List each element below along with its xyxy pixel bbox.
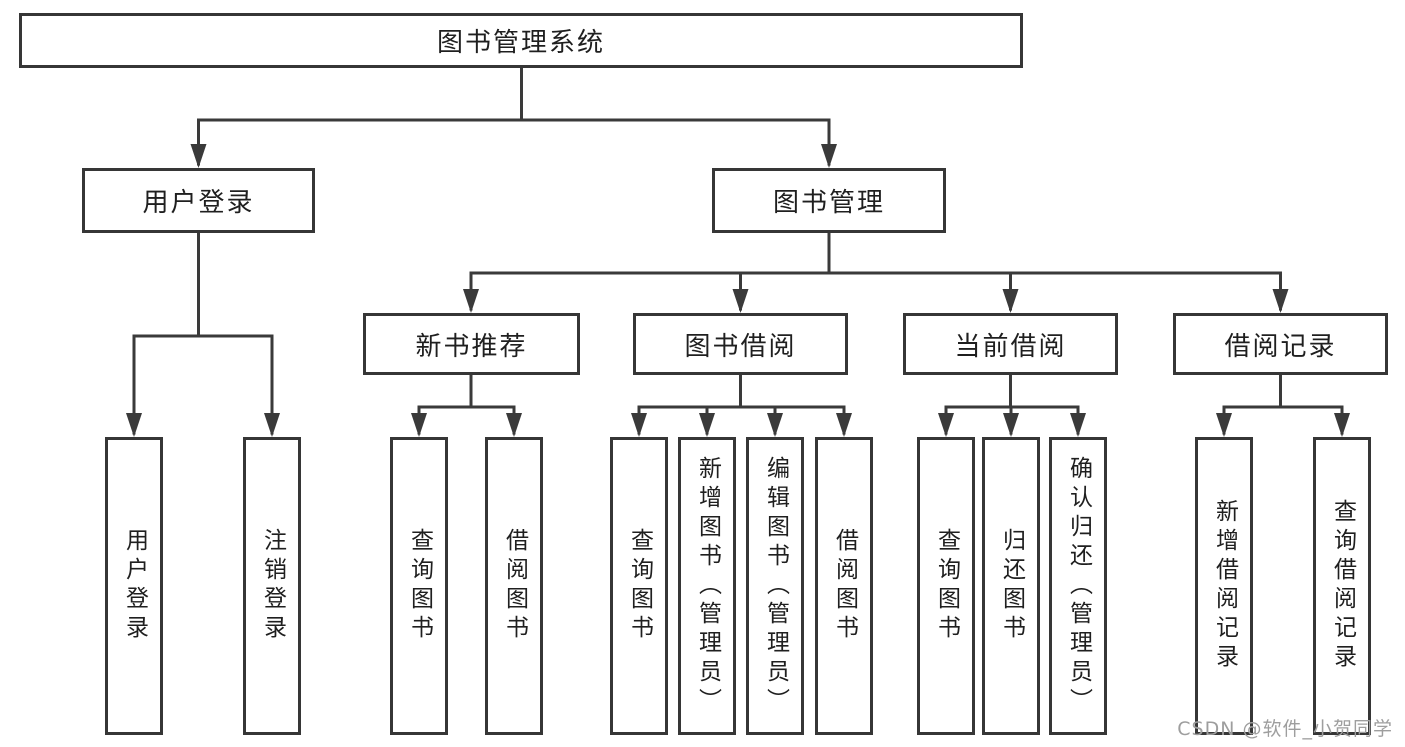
arrowhead-icons [126,144,1350,437]
leaf-borrow-query-book: 查询图书 [610,437,668,735]
leaf-recommend-query-book: 查询图书 [390,437,448,735]
leaf-borrow-borrow-book: 借阅图书 [815,437,873,735]
leaf-borrow-add-book-admin: 新增图书（管理员） [678,437,736,735]
leaf-recommend-borrow-book: 借阅图书 [485,437,543,735]
node-new-book-recommend: 新书推荐 [363,313,580,375]
leaf-current-confirm-return-admin: 确认归还（管理员） [1049,437,1107,735]
node-current-borrow: 当前借阅 [903,313,1118,375]
leaf-logout: 注销登录 [243,437,301,735]
watermark: CSDN @软件_小贺同学 [1177,718,1393,740]
leaf-current-query-book: 查询图书 [917,437,975,735]
leaf-user-login: 用户登录 [105,437,163,735]
leaf-records-add-record: 新增借阅记录 [1195,437,1253,735]
node-book-borrow: 图书借阅 [633,313,848,375]
leaf-current-return-book: 归还图书 [982,437,1040,735]
node-library-management-system: 图书管理系统 [19,13,1023,68]
leaf-records-query-record: 查询借阅记录 [1313,437,1371,735]
leaf-borrow-edit-book-admin: 编辑图书（管理员） [746,437,804,735]
node-user-login: 用户登录 [82,168,315,233]
node-book-management: 图书管理 [712,168,946,233]
node-borrow-records: 借阅记录 [1173,313,1388,375]
